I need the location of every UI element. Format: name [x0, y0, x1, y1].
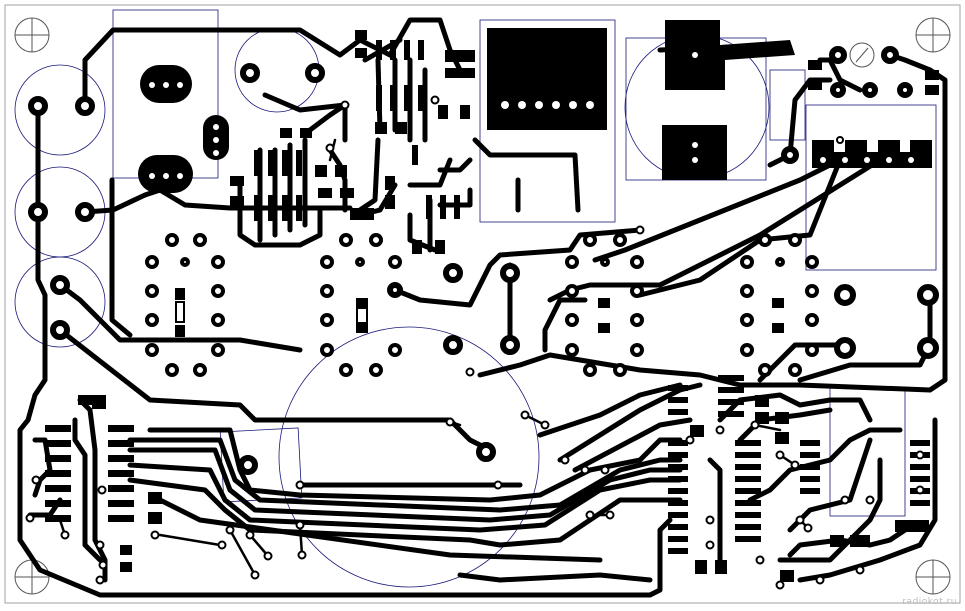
watermark: radiokot.ru [902, 597, 957, 607]
ic-lower-left [45, 425, 134, 522]
zif-socket-pads [145, 233, 819, 377]
smd-components [78, 30, 939, 582]
transformer-pour [487, 28, 607, 130]
header-connector [812, 152, 932, 168]
regulator-pour-bottom [662, 125, 727, 180]
large-pads [28, 46, 939, 475]
ic-upper [254, 40, 460, 221]
mounting-holes [14, 17, 951, 595]
vias [25, 95, 925, 590]
regulator-pour-top [665, 20, 795, 90]
pour-holes [149, 52, 698, 179]
